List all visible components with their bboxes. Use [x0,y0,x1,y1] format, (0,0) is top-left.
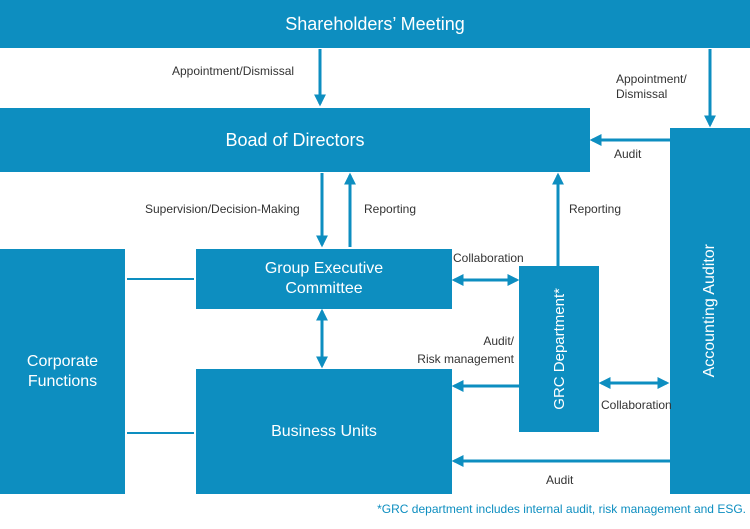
shareholders-meeting-box: Shareholders’ Meeting [0,0,750,48]
group-executive-committee-box: Group Executive Committee [196,249,452,309]
group-executive-label-line2: Committee [285,280,363,297]
grc-department-box: GRC Department* [519,266,599,432]
accounting-auditor-box: Accounting Auditor [670,128,750,494]
reporting-board-label: Reporting [364,202,417,216]
reporting-grc-label: Reporting [569,202,622,216]
grc-footnote: *GRC department includes internal audit,… [377,502,746,516]
audit-risk-line2: Risk management [417,352,514,366]
business-units-label: Business Units [271,422,377,440]
business-units-box: Business Units [196,369,452,494]
audit-risk-label: Audit/ Risk management [411,334,514,367]
corporate-functions-box: Corporate Functions [0,249,125,494]
audit-business-units-label: Audit [546,473,574,487]
collaboration-gec-label: Collaboration [453,251,524,265]
audit-board-label: Audit [614,147,642,161]
corporate-functions-label-line1: Corporate [26,352,99,370]
board-of-directors-box: Boad of Directors [0,108,590,172]
shareholders-meeting-label: Shareholders’ Meeting [285,13,465,34]
corporate-functions-label-line2: Functions [27,372,98,390]
group-executive-label-line1: Group Executive [264,260,384,277]
collaboration-auditor-label: Collaboration [601,398,672,412]
audit-risk-line1: Audit/ [483,334,514,348]
supervision-label: Supervision/Decision-Making [145,202,300,216]
appointment-right-line2: Dismissal [616,87,668,101]
appointment-right-line1: Appointment/ [616,72,687,86]
accounting-auditor-label: Accounting Auditor [701,244,718,378]
grc-department-label: GRC Department* [550,288,568,410]
appointment-dismissal-left-label: Appointment/Dismissal [172,64,295,78]
board-of-directors-label: Boad of Directors [225,129,365,150]
appointment-dismissal-right-label: Appointment/ Dismissal [616,72,687,102]
